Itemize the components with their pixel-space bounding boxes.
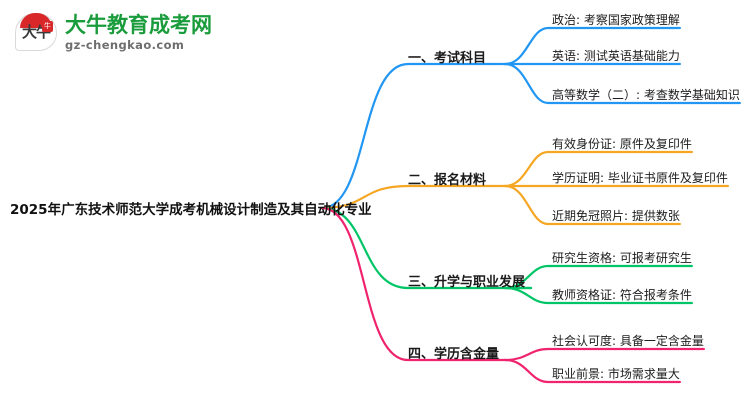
- leaf-topic-4-2: 职业前景: 市场需求量大: [552, 367, 680, 381]
- root-topic: 2025年广东技术师范大学成考机械设计制造及其自动化专业: [10, 202, 372, 218]
- connector-curve: [320, 62, 494, 210]
- leaf-topic-1-2: 英语: 测试英语基础能力: [552, 49, 680, 63]
- connector-curve: [503, 358, 681, 384]
- logo-title: 大牛教育成考网: [65, 13, 212, 38]
- connector-curve: [320, 184, 494, 210]
- leaf-topic-2-1: 有效身份证: 原件及复印件: [552, 137, 692, 151]
- connector-curve: [503, 26, 681, 66]
- leaf-topic-1-1: 政治: 考察国家政策理解: [552, 13, 680, 27]
- connector-curve: [503, 150, 693, 188]
- connector-curve: [503, 184, 681, 226]
- logo-bubble-icon: 大牛 牛: [14, 11, 58, 55]
- branch-topic-1: 一、考试科目: [408, 51, 487, 66]
- leaf-topic-4-1: 社会认可度: 具备一定含金量: [552, 334, 704, 348]
- leaf-topic-3-1: 研究生资格: 可报考研究生: [552, 251, 692, 265]
- branch-topic-4: 四、学历含金量: [408, 347, 500, 362]
- site-logo: 大牛 牛 大牛教育成考网 gz-chengkao.com: [14, 8, 212, 58]
- connector-curve: [503, 286, 693, 305]
- leaf-topic-1-3: 高等数学（二）: 考查数学基础知识: [552, 88, 740, 102]
- logo-subtitle: gz-chengkao.com: [65, 38, 185, 53]
- leaf-topic-2-2: 学历证明: 毕业证书原件及复印件: [552, 171, 728, 185]
- connector-curve: [320, 206, 507, 362]
- connector-curve: [503, 62, 741, 105]
- branch-topic-2: 二、报名材料: [408, 173, 487, 188]
- connector-curve: [503, 347, 705, 362]
- leaf-topic-3-2: 教师资格证: 符合报考条件: [552, 288, 692, 302]
- logo-seal-icon: 牛: [42, 21, 53, 32]
- branch-topic-3: 三、升学与职业发展: [408, 275, 526, 290]
- logo-wordmark: 大牛教育成考网 gz-chengkao.com: [65, 14, 212, 51]
- leaf-topic-2-3: 近期免冠照片: 提供数张: [552, 209, 680, 223]
- connector-curve: [503, 264, 693, 290]
- connector-curve: [320, 206, 533, 290]
